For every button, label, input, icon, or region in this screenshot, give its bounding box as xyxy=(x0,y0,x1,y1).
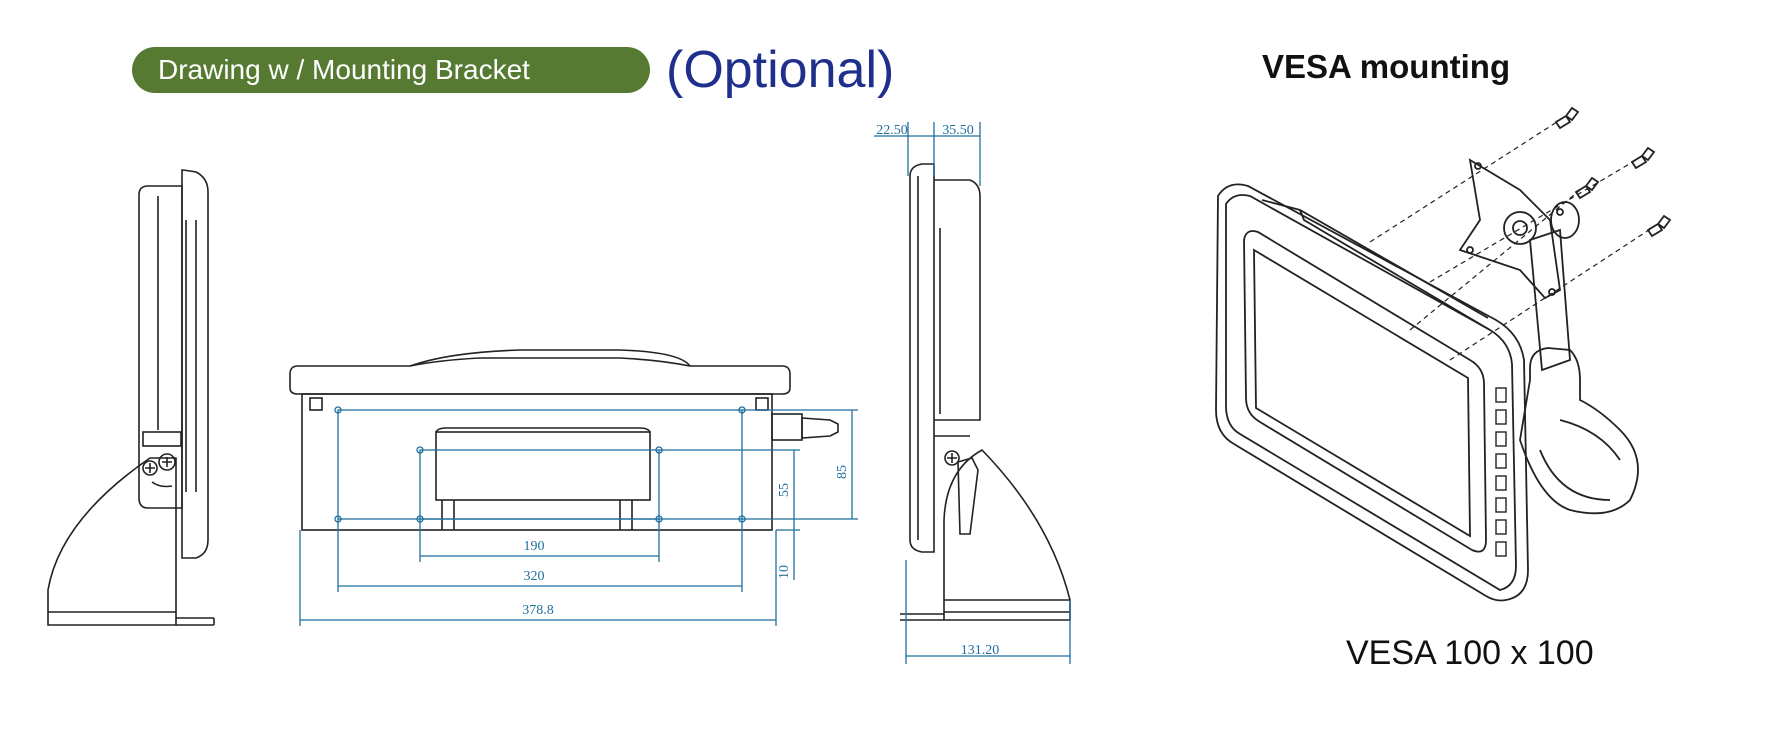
dim-22-50-label: 22.50 xyxy=(876,123,908,138)
vesa-mount-illustration xyxy=(1215,106,1672,602)
dim-131-20-label: 131.20 xyxy=(961,643,1000,658)
right-side-view xyxy=(900,163,1071,621)
front-view-dimensions xyxy=(299,406,858,626)
vesa-caption: VESA 100 x 100 xyxy=(1346,634,1594,672)
left-side-view xyxy=(47,169,215,626)
right-side-dimensions xyxy=(874,122,1071,664)
right-side-dimension-labels: 22.50 35.50 131.20 xyxy=(876,123,999,658)
dim-10-label: 10 xyxy=(777,565,792,579)
dim-35-50-label: 35.50 xyxy=(942,123,974,138)
dim-378-label: 378.8 xyxy=(522,603,554,618)
front-view-dimension-labels: 190 320 378.8 85 55 10 xyxy=(522,465,850,618)
dim-320-label: 320 xyxy=(524,569,545,584)
optional-label: (Optional) xyxy=(666,41,895,99)
dim-190-label: 190 xyxy=(524,539,545,554)
front-view xyxy=(289,349,839,531)
section-title-pill: Drawing w / Mounting Bracket xyxy=(132,47,650,93)
dim-85-label: 85 xyxy=(835,465,850,479)
dim-55-label: 55 xyxy=(777,483,792,497)
vesa-title: VESA mounting xyxy=(1262,48,1511,85)
